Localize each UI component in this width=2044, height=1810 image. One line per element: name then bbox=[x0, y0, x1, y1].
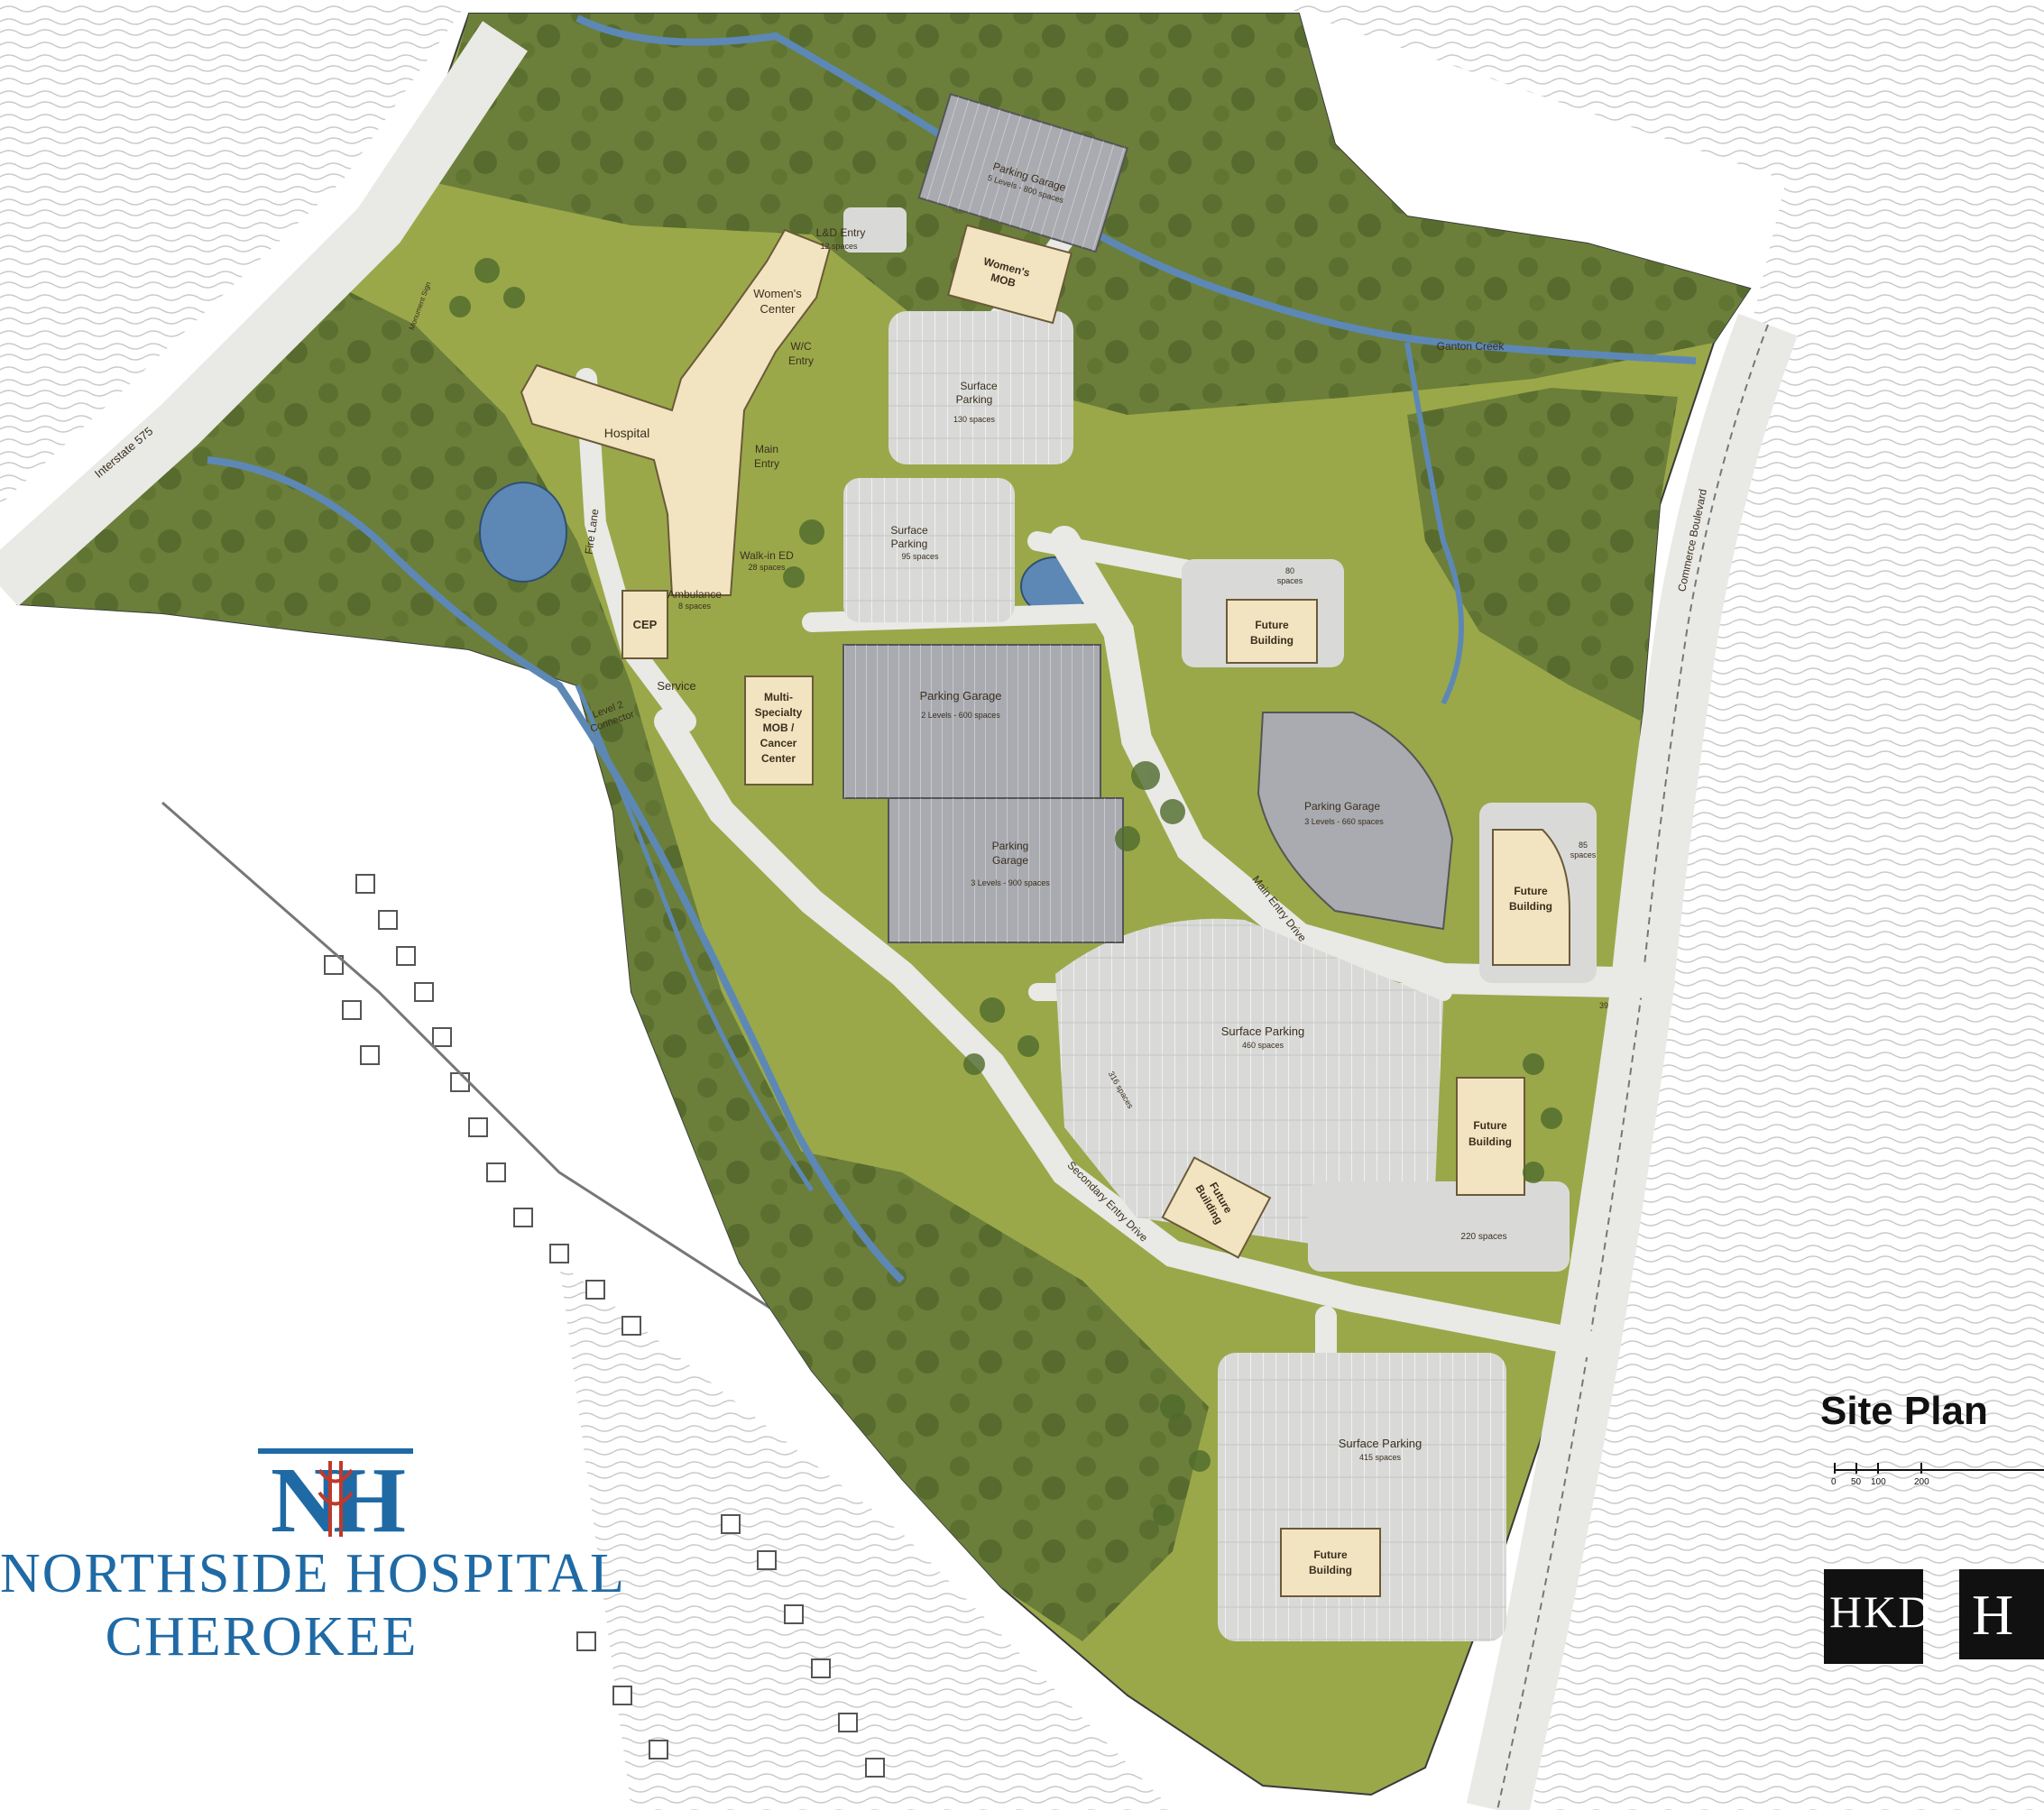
label-future-5a: Future bbox=[1313, 1548, 1348, 1561]
label-main-entry-1: Main bbox=[755, 443, 778, 455]
topo-contours-left bbox=[0, 0, 469, 505]
label-future-5b: Building bbox=[1309, 1564, 1352, 1576]
creek-branch-east bbox=[1404, 342, 1464, 705]
creek-west bbox=[207, 456, 905, 1283]
ganton-creek-stream bbox=[575, 14, 1697, 364]
northside-logo: NH NORTHSIDE HOSPITAL CHEROKEE bbox=[0, 1443, 704, 1668]
label-sp-460-1: Surface Parking bbox=[1221, 1024, 1305, 1038]
label-future-1a: Future bbox=[1255, 619, 1289, 631]
logo-initials: NH bbox=[271, 1448, 405, 1542]
label-pg-600-2: 2 Levels - 600 spaces bbox=[921, 711, 1000, 720]
label-multi-4: Cancer bbox=[760, 737, 797, 749]
buildings bbox=[520, 224, 1570, 1597]
label-wc-entry-2: Entry bbox=[788, 354, 814, 367]
label-surface-95-1: Surface bbox=[890, 524, 928, 537]
architect-mark-1: HKD bbox=[1824, 1569, 1930, 1664]
nh-monogram-icon: NH bbox=[258, 1448, 413, 1542]
multi-specialty-mob-building bbox=[744, 675, 814, 786]
pond-west bbox=[479, 482, 567, 583]
scale-bar-graphic bbox=[1834, 1463, 2044, 1474]
label-cep: CEP bbox=[633, 618, 658, 631]
scale-bar: 0 50 100 200 bbox=[1831, 1461, 2044, 1515]
site-plan-title: Site Plan bbox=[1820, 1389, 1988, 1433]
label-walk-in-ed: Walk-in ED bbox=[740, 549, 794, 562]
label-walk-in-spaces: 28 spaces bbox=[748, 563, 786, 572]
label-80b: spaces bbox=[1277, 576, 1303, 585]
label-pg-600-1: Parking Garage bbox=[919, 689, 1001, 703]
architect-mark-1-text: HKD bbox=[1829, 1586, 1933, 1637]
commerce-boulevard-edge bbox=[1496, 324, 1769, 1810]
label-pg-660-2: 3 Levels - 660 spaces bbox=[1304, 817, 1384, 826]
label-service: Service bbox=[657, 679, 695, 693]
label-85: 85 bbox=[1579, 841, 1588, 850]
label-main-entry-2: Entry bbox=[754, 457, 779, 470]
label-future-3b: Building bbox=[1469, 1135, 1512, 1148]
topo-contours-bottom bbox=[559, 1263, 1173, 1810]
future-building-2 bbox=[1492, 829, 1570, 966]
logo-line-1: NORTHSIDE HOSPITAL bbox=[0, 1543, 626, 1604]
logo-line-2: CHEROKEE bbox=[105, 1606, 419, 1668]
label-sp-415-2: 415 spaces bbox=[1359, 1453, 1402, 1462]
parking-garage-660 bbox=[1257, 712, 1454, 931]
label-pg-660-1: Parking Garage bbox=[1304, 800, 1380, 813]
surface-parking-220 bbox=[1308, 1181, 1570, 1272]
future-building-1 bbox=[1226, 599, 1318, 664]
label-multi-1: Multi- bbox=[764, 691, 793, 703]
label-pg-900-3: 3 Levels - 900 spaces bbox=[971, 878, 1050, 887]
label-hospital: Hospital bbox=[604, 426, 650, 440]
architect-mark-2-text: H bbox=[1972, 1583, 2020, 1647]
label-future-3a: Future bbox=[1473, 1119, 1507, 1132]
label-39: 39 bbox=[1599, 1001, 1608, 1010]
label-surface-130-1: Surface bbox=[960, 380, 998, 392]
hospital-building bbox=[520, 228, 832, 596]
label-ganton-creek: Ganton Creek bbox=[1437, 340, 1505, 353]
ld-entry-lot bbox=[843, 207, 907, 253]
label-multi-2: Specialty bbox=[755, 706, 803, 719]
label-future-2b: Building bbox=[1509, 900, 1552, 913]
label-surface-95-3: 95 spaces bbox=[901, 552, 939, 561]
label-sp-415-1: Surface Parking bbox=[1339, 1437, 1423, 1450]
label-future-2a: Future bbox=[1514, 885, 1548, 897]
label-ld-spaces: 12 spaces bbox=[820, 242, 858, 251]
label-wc-entry-1: W/C bbox=[790, 340, 812, 353]
label-pg-900-2: Garage bbox=[992, 854, 1028, 867]
label-womens-center-1: Women's bbox=[753, 287, 802, 300]
label-surface-95-2: Parking bbox=[891, 537, 928, 550]
label-80: 80 bbox=[1285, 566, 1294, 575]
label-multi-5: Center bbox=[761, 752, 796, 765]
scale-tick-0: 0 bbox=[1831, 1477, 1837, 1487]
label-surface-130-2: Parking bbox=[956, 393, 993, 406]
forest-southwest-trees bbox=[686, 1127, 1209, 1641]
parking-garages bbox=[842, 93, 1454, 943]
architect-mark-2: H bbox=[1959, 1569, 2044, 1659]
label-85b: spaces bbox=[1570, 850, 1597, 859]
label-multi-3: MOB / bbox=[763, 721, 795, 734]
label-sp-460-2: 460 spaces bbox=[1242, 1041, 1284, 1050]
label-ambulance-spaces: 8 spaces bbox=[678, 602, 712, 611]
label-surface-130-3: 130 spaces bbox=[953, 415, 996, 424]
womens-mob-building bbox=[946, 224, 1073, 325]
creek-southwest bbox=[575, 684, 815, 1192]
scale-tick-50: 50 bbox=[1851, 1477, 1862, 1487]
label-ld-entry: L&D Entry bbox=[816, 226, 866, 239]
residential-lots bbox=[324, 874, 885, 1778]
label-womens-center-2: Center bbox=[760, 302, 796, 316]
label-future-1b: Building bbox=[1250, 634, 1294, 647]
scale-tick-100: 100 bbox=[1871, 1477, 1886, 1487]
future-building-5 bbox=[1280, 1528, 1381, 1597]
future-building-4 bbox=[1161, 1156, 1272, 1259]
future-building-3 bbox=[1456, 1077, 1525, 1196]
cep-building bbox=[621, 590, 668, 659]
interstate-575-road bbox=[0, 21, 528, 607]
label-sp-220: 220 spaces bbox=[1460, 1232, 1506, 1242]
scale-tick-200: 200 bbox=[1914, 1477, 1929, 1487]
label-ambulance: Ambulance bbox=[668, 588, 722, 601]
label-pg-900-1: Parking bbox=[992, 840, 1029, 852]
forest-east-trees bbox=[1407, 388, 1678, 721]
landscape-trees bbox=[449, 258, 1562, 1526]
